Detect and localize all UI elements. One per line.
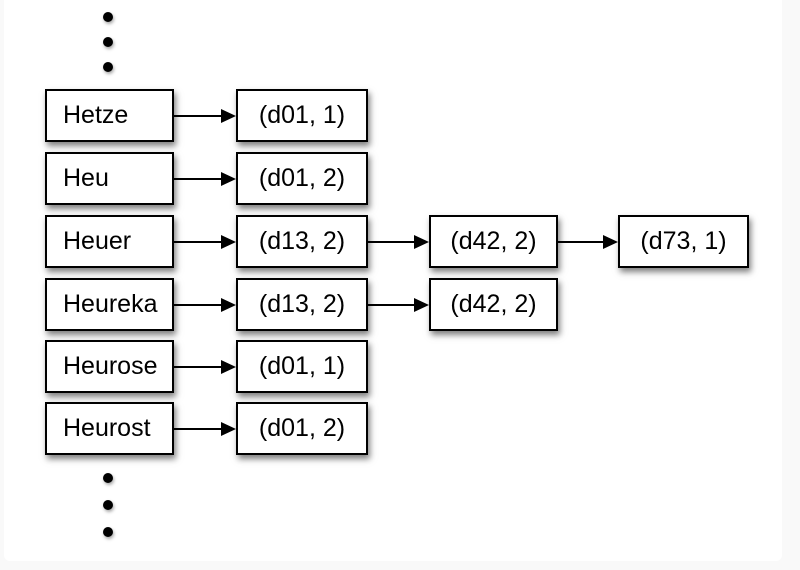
posting-box: (d01, 1) (236, 89, 368, 142)
posting-box: (d73, 1) (618, 215, 749, 268)
posting-box: (d13, 2) (236, 215, 368, 268)
arrow-right-icon (368, 298, 429, 312)
term-label: Hetze (63, 101, 129, 129)
arrow-right-icon (174, 109, 236, 123)
term-box: Heureka (45, 278, 174, 331)
posting-label: (d42, 2) (450, 290, 537, 318)
arrow-right-icon (174, 235, 236, 249)
term-label: Heuer (63, 227, 132, 255)
arrow-right-icon (174, 360, 236, 374)
ellipsis-top-icon (103, 12, 113, 72)
arrow-right-icon (174, 172, 236, 186)
arrow-right-icon (368, 235, 429, 249)
posting-box: (d01, 1) (236, 340, 368, 393)
term-label: Heurose (63, 352, 158, 380)
index-row: Heurose (d01, 1) (4, 340, 782, 393)
ellipsis-bottom-icon (103, 473, 113, 537)
index-row: Heuer (d13, 2) (d42, 2) (d73, 1) (4, 215, 782, 268)
term-box: Heu (45, 152, 174, 205)
index-row: Heureka (d13, 2) (d42, 2) (4, 278, 782, 331)
posting-box: (d01, 2) (236, 402, 368, 455)
ellipsis-dot (103, 500, 113, 510)
term-box: Heurost (45, 402, 174, 455)
posting-label: (d01, 2) (258, 414, 346, 442)
posting-box: (d42, 2) (429, 278, 558, 331)
posting-box: (d01, 2) (236, 152, 368, 205)
ellipsis-dot (103, 37, 113, 47)
term-label: Heu (63, 164, 109, 192)
posting-label: (d42, 2) (450, 227, 537, 255)
posting-label: (d01, 2) (258, 164, 346, 192)
posting-label: (d13, 2) (258, 227, 346, 255)
term-box: Hetze (45, 89, 174, 142)
posting-box: (d42, 2) (429, 215, 558, 268)
arrow-right-icon (174, 422, 236, 436)
posting-box: (d13, 2) (236, 278, 368, 331)
index-row: Heurost (d01, 2) (4, 402, 782, 455)
ellipsis-dot (103, 527, 113, 537)
index-row: Hetze (d01, 1) (4, 89, 782, 142)
arrow-right-icon (558, 235, 618, 249)
term-box: Heuer (45, 215, 174, 268)
ellipsis-dot (103, 473, 113, 483)
slide-panel: Hetze (d01, 1) Heu (d01, 2) Heuer (d13, … (4, 0, 782, 561)
posting-label: (d01, 1) (258, 101, 346, 129)
ellipsis-dot (103, 62, 113, 72)
term-label: Heureka (63, 290, 158, 318)
posting-label: (d01, 1) (258, 352, 346, 380)
index-row: Heu (d01, 2) (4, 152, 782, 205)
ellipsis-dot (103, 12, 113, 22)
term-box: Heurose (45, 340, 174, 393)
posting-label: (d13, 2) (258, 290, 346, 318)
posting-label: (d73, 1) (640, 227, 727, 255)
arrow-right-icon (174, 298, 236, 312)
term-label: Heurost (63, 414, 151, 442)
